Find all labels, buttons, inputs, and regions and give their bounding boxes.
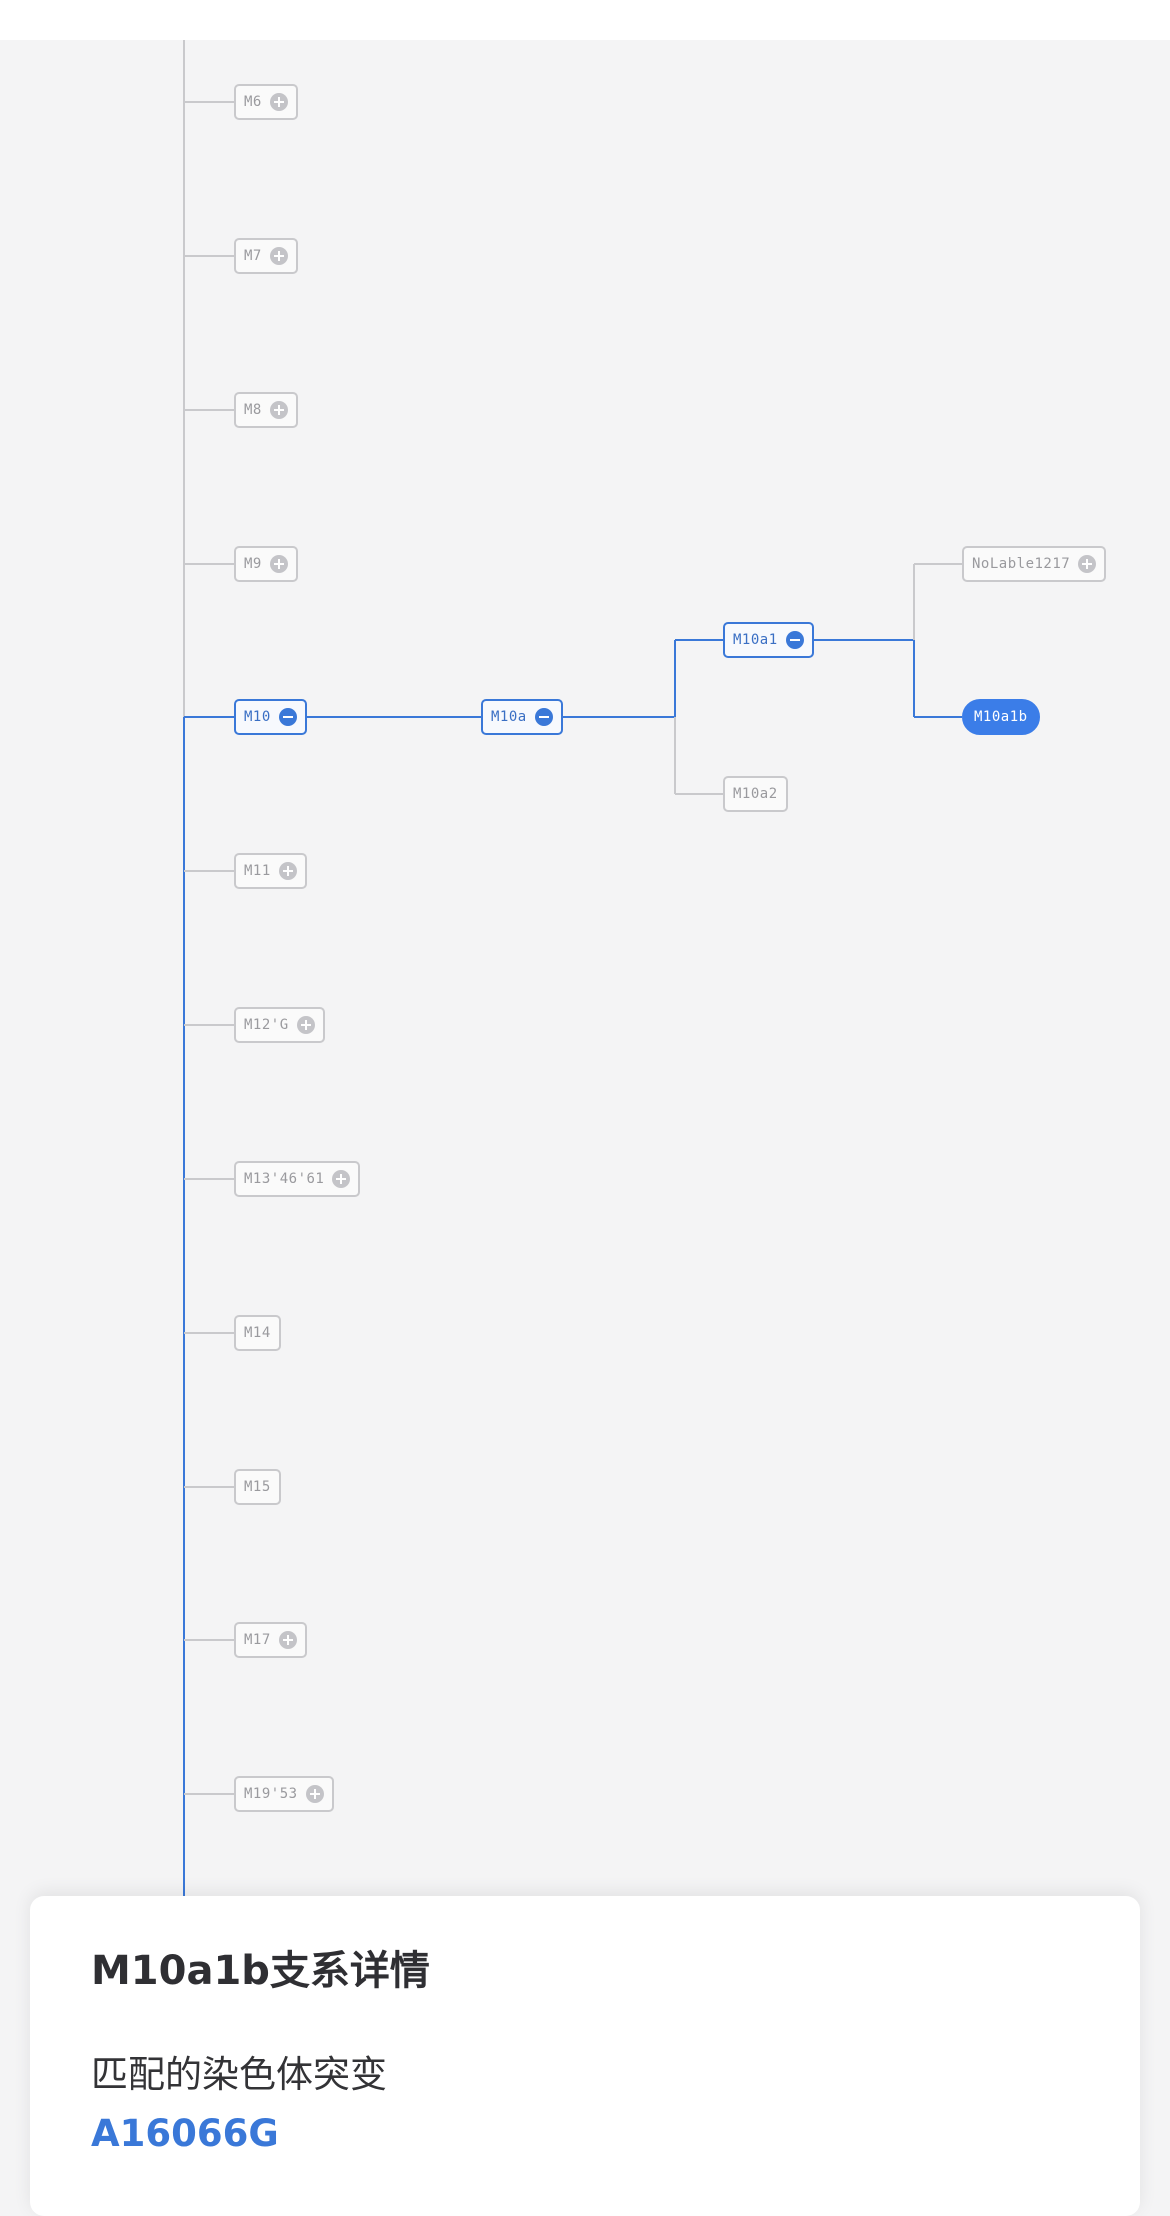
tree-node-m11[interactable]: M11: [234, 853, 307, 889]
expand-plus-icon[interactable]: [269, 93, 288, 111]
tree-node-m10[interactable]: M10: [234, 699, 307, 735]
expand-plus-icon[interactable]: [278, 862, 297, 880]
tree-node-m10a[interactable]: M10a: [481, 699, 563, 735]
tree-node-m14[interactable]: M14: [234, 1315, 281, 1351]
detail-panel: M10a1b支系详情 匹配的染色体突变 A16066G: [30, 1896, 1140, 2216]
expand-plus-icon[interactable]: [1078, 555, 1097, 573]
node-label: M19'53: [244, 1786, 298, 1802]
tree-node-m6[interactable]: M6: [234, 84, 298, 120]
node-label: M13'46'61: [244, 1171, 325, 1187]
node-label: M14: [244, 1325, 271, 1341]
expand-plus-icon[interactable]: [269, 555, 288, 573]
mutation-value: A16066G: [91, 2112, 279, 2155]
node-label: M10a: [491, 709, 527, 725]
tree-node-m8[interactable]: M8: [234, 392, 298, 428]
expand-plus-icon[interactable]: [269, 247, 288, 265]
node-label: M10: [244, 709, 271, 725]
node-label: M10a1: [733, 632, 778, 648]
expand-plus-icon[interactable]: [296, 1016, 315, 1034]
tree-node-m10a1b-selected[interactable]: M10a1b: [962, 699, 1040, 735]
node-label: M15: [244, 1479, 271, 1495]
panel-subtitle: 匹配的染色体突变: [91, 2053, 387, 2096]
top-bar: [0, 0, 1170, 40]
node-label: M17: [244, 1632, 271, 1648]
panel-title: M10a1b支系详情: [91, 1948, 430, 1994]
node-label: NoLable1217: [972, 556, 1071, 572]
node-label: M10a2: [733, 786, 778, 802]
node-label: M12'G: [244, 1017, 289, 1033]
tree-node-m12g[interactable]: M12'G: [234, 1007, 325, 1043]
node-label: M9: [244, 556, 262, 572]
tree-node-m13-46-61[interactable]: M13'46'61: [234, 1161, 361, 1197]
tree-node-m9[interactable]: M9: [234, 546, 298, 582]
tree-node-m19-53[interactable]: M19'53: [234, 1776, 334, 1812]
expand-plus-icon[interactable]: [332, 1170, 351, 1188]
tree-node-m10a1[interactable]: M10a1: [723, 622, 814, 658]
node-label: M10a1b: [974, 709, 1028, 725]
node-label: M7: [244, 248, 262, 264]
collapse-minus-icon[interactable]: [278, 708, 297, 726]
expand-plus-icon[interactable]: [269, 401, 288, 419]
tree-node-m10a2[interactable]: M10a2: [723, 776, 788, 812]
node-label: M6: [244, 94, 262, 110]
collapse-minus-icon[interactable]: [534, 708, 553, 726]
tree-node-m17[interactable]: M17: [234, 1622, 307, 1658]
tree-node-m15[interactable]: M15: [234, 1469, 281, 1505]
expand-plus-icon[interactable]: [305, 1785, 324, 1803]
tree-node-nolable1217[interactable]: NoLable1217: [962, 546, 1107, 582]
node-label: M11: [244, 863, 271, 879]
expand-plus-icon[interactable]: [278, 1631, 297, 1649]
collapse-minus-icon[interactable]: [785, 631, 804, 649]
tree-node-m7[interactable]: M7: [234, 238, 298, 274]
node-label: M8: [244, 402, 262, 418]
